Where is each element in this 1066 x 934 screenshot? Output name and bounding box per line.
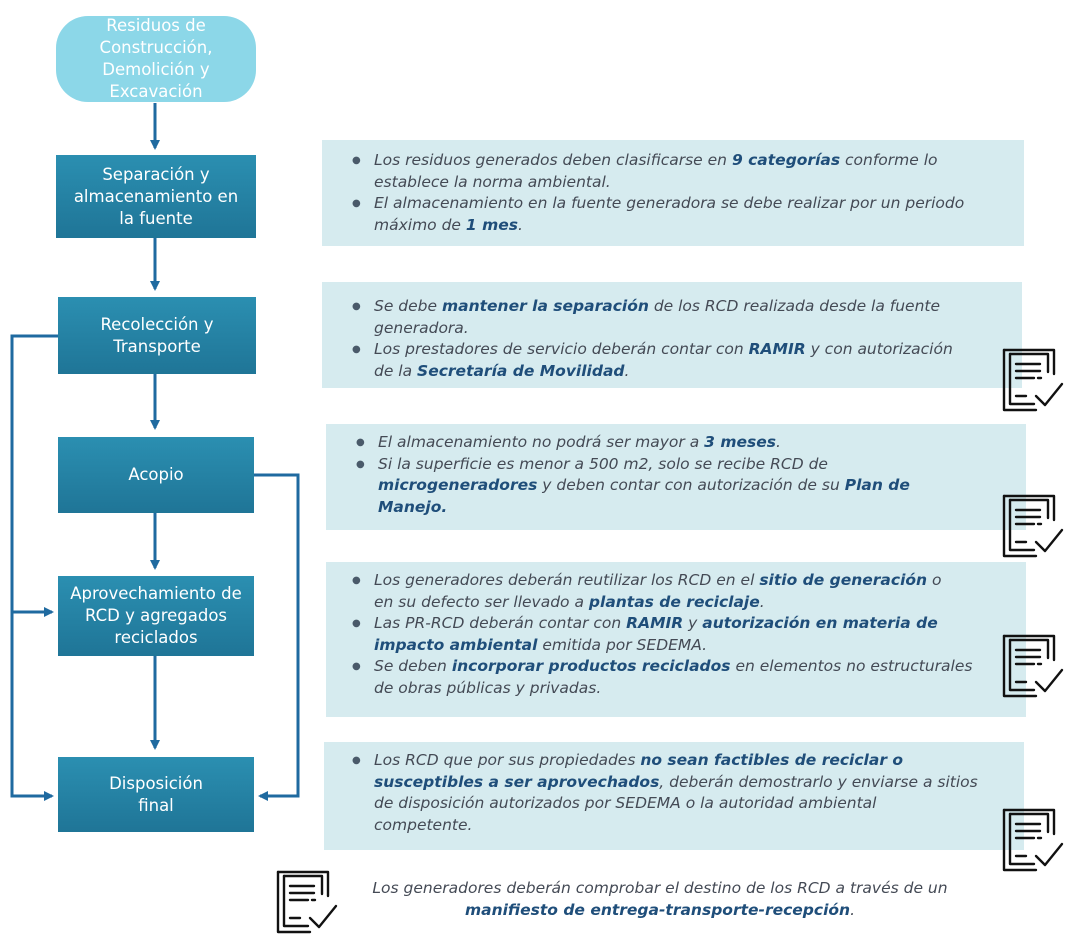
document-check-icon [276,870,338,934]
bullet: Las PR-RCD deberán contar con RAMIR y au… [350,613,1012,656]
bullet: Los prestadores de servicio deberán cont… [350,339,1008,382]
bullet: Se debe mantener la separación de los RC… [350,296,1008,339]
panel-aprovechamiento: Los generadores deberán reutilizar los R… [326,562,1026,717]
node-label: Construcción, [99,38,213,57]
arrow-recoleccion-bypass-aprovechamiento [10,334,58,617]
node-label: Transporte [113,336,201,356]
node-label: Excavación [109,82,203,101]
bullet: El almacenamiento no podrá ser mayor a 3… [354,432,1012,454]
node-label: reciclados [114,628,198,647]
document-check-icon [1002,348,1064,412]
node-label: almacenamiento en [73,186,239,206]
bullet: Si la superficie es menor a 500 m2, solo… [354,454,1012,519]
node-label: Residuos de [106,16,206,35]
node-label: final [138,795,174,815]
node-disposicion: Disposición final [58,757,254,832]
node-label: la fuente [119,208,193,228]
node-label: RCD y agregados [84,606,228,625]
document-check-icon [1002,494,1064,558]
node-label: Disposición [109,773,203,793]
bullet: Se deben incorporar productos reciclados… [350,656,1012,699]
document-check-icon [1002,808,1064,872]
panel-acopio: El almacenamiento no podrá ser mayor a 3… [326,424,1026,530]
bullet: Los generadores deberán reutilizar los R… [350,570,1012,613]
node-aprovechamiento: Aprovechamiento de RCD y agregados recic… [58,576,254,656]
panel-separacion: Los residuos generados deben clasificars… [322,140,1024,246]
bullet: Los residuos generados deben clasificars… [350,150,1010,193]
bullet: El almacenamiento en la fuente generador… [350,193,1010,236]
node-acopio: Acopio [58,437,254,513]
footer-line: Los generadores deberán comprobar el des… [372,879,948,897]
footer-note: Los generadores deberán comprobar el des… [350,878,970,921]
node-label: Recolección y [100,314,214,334]
arrow-recoleccion-bypass-disposicion [10,612,54,801]
panel-recoleccion: Se debe mantener la separación de los RC… [322,282,1022,388]
node-separacion: Separación y almacenamiento en la fuente [56,155,256,238]
node-label: Aprovechamiento de [70,584,242,603]
bullet: Los RCD que por sus propiedades no sean … [350,750,1010,836]
arrow-acopio-to-disposicion [254,473,300,801]
footer-line: manifiesto de entrega-transporte-recepci… [464,900,856,919]
panel-disposicion: Los RCD que por sus propiedades no sean … [324,742,1024,850]
node-label: Demolición y [102,60,210,79]
node-label: Acopio [128,465,184,484]
document-check-icon [1002,634,1064,698]
node-residuos: Residuos de Construcción, Demolición y E… [56,16,256,102]
node-label: Separación y [102,164,210,184]
node-recoleccion: Recolección y Transporte [58,297,256,374]
